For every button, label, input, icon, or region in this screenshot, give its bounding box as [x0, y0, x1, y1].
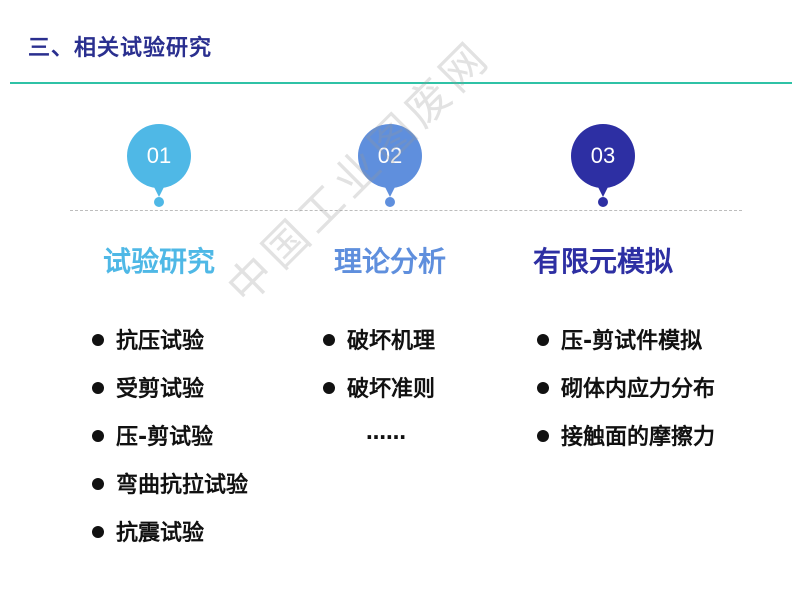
bullet-icon: [537, 334, 549, 346]
title-divider: [10, 82, 792, 84]
bullet-icon: [323, 382, 335, 394]
timeline-line: [70, 210, 742, 211]
column-1-list: 抗压试验 受剪试验 压-剪试验 弯曲抗拉试验 抗震试验: [92, 318, 248, 558]
list-item: 破坏准则: [323, 366, 435, 414]
column-title-3: 有限元模拟: [532, 245, 673, 278]
list-item: 接触面的摩擦力: [537, 414, 715, 462]
bullet-icon: [92, 478, 104, 490]
bullet-icon: [92, 334, 104, 346]
list-item: 压-剪试件模拟: [537, 318, 715, 366]
step-marker-1: 01: [127, 124, 191, 207]
column-2-list: 破坏机理 破坏准则: [323, 318, 435, 414]
timeline-dot-1: [154, 197, 164, 207]
timeline-dot-3: [598, 197, 608, 207]
step-number-1: 01: [127, 124, 191, 197]
list-item: 抗压试验: [92, 318, 248, 366]
list-item: 受剪试验: [92, 366, 248, 414]
column-title-2: 理论分析: [333, 245, 446, 278]
bullet-icon: [92, 526, 104, 538]
list-item: 砌体内应力分布: [537, 366, 715, 414]
more-ellipsis: ……: [366, 420, 406, 444]
bullet-icon: [537, 430, 549, 442]
list-item: 破坏机理: [323, 318, 435, 366]
page-title: 三、相关试验研究: [28, 36, 213, 61]
bullet-icon: [323, 334, 335, 346]
bullet-icon: [92, 382, 104, 394]
bullet-icon: [537, 382, 549, 394]
step-marker-2: 02: [358, 124, 422, 207]
list-item: 抗震试验: [92, 510, 248, 558]
step-number-3: 03: [571, 124, 635, 197]
step-number-2: 02: [358, 124, 422, 197]
timeline-dot-2: [385, 197, 395, 207]
bullet-icon: [92, 430, 104, 442]
column-3-list: 压-剪试件模拟 砌体内应力分布 接触面的摩擦力: [537, 318, 715, 462]
list-item: 压-剪试验: [92, 414, 248, 462]
column-title-1: 试验研究: [102, 245, 215, 278]
list-item: 弯曲抗拉试验: [92, 462, 248, 510]
step-marker-3: 03: [571, 124, 635, 207]
